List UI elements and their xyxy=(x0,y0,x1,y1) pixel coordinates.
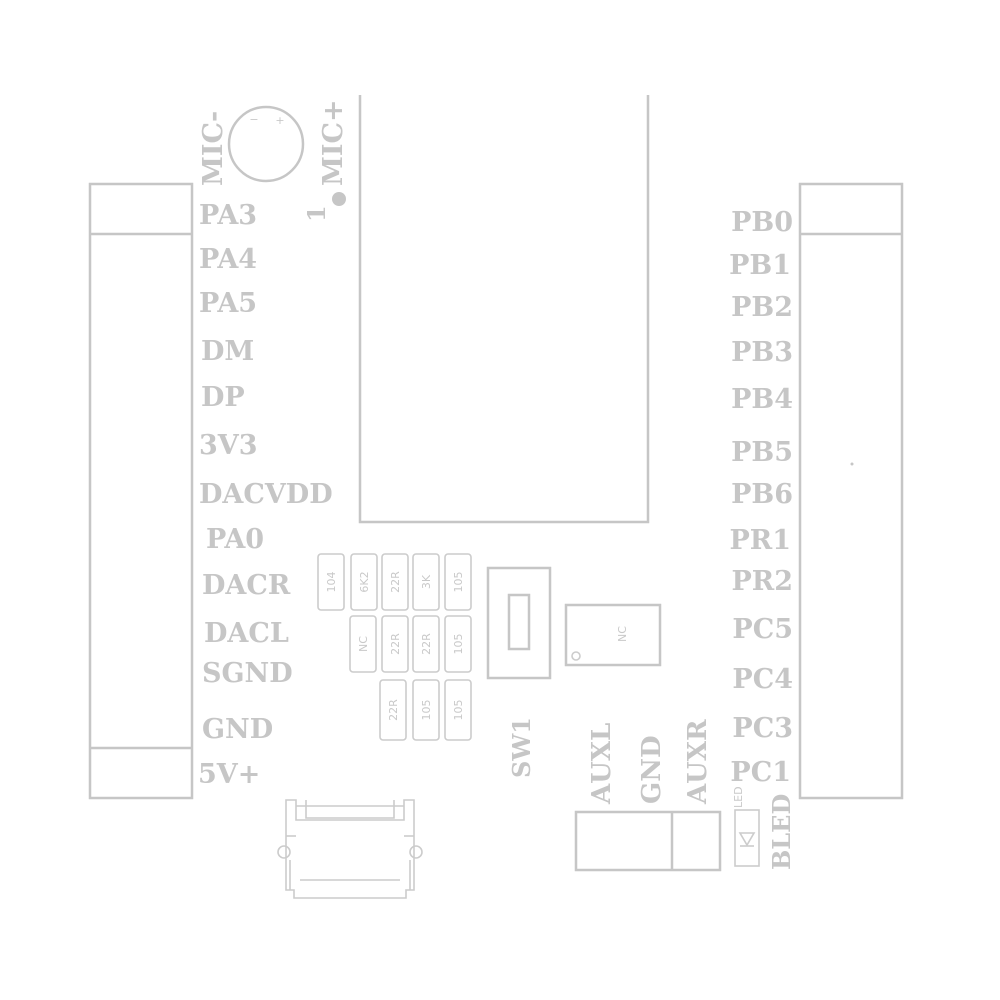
led-diode-icon xyxy=(738,832,756,847)
resistor-label: 3K xyxy=(420,574,433,589)
right-header xyxy=(798,182,904,800)
left-pin-label: DACVDD xyxy=(199,479,333,510)
resistor-pad xyxy=(349,615,377,673)
resistor-label: 22R xyxy=(389,571,402,593)
resistor-label: 6K2 xyxy=(358,571,371,592)
right-pin-label: PB5 xyxy=(731,437,793,468)
mic-plus-sign: + xyxy=(275,114,284,127)
left-header xyxy=(88,182,194,800)
resistor-label: 105 xyxy=(452,634,465,655)
resistor-pad xyxy=(412,553,440,611)
led: LED BLED xyxy=(732,786,796,870)
right-header-body xyxy=(798,182,904,800)
resistor-pad xyxy=(444,679,472,741)
switch-button xyxy=(507,593,531,651)
resistor-label: 22R xyxy=(387,699,400,721)
usb-left-hole xyxy=(277,845,291,859)
right-pin-label: PB0 xyxy=(731,207,793,238)
left-pin-label: 3V3 xyxy=(199,430,258,461)
mic-circle xyxy=(227,105,305,183)
mic-minus-sign: − xyxy=(249,113,258,126)
switch-body xyxy=(486,566,552,680)
resistor-pad xyxy=(317,553,345,611)
module-outline xyxy=(358,95,650,524)
aux-right-label: AUXR xyxy=(683,719,713,805)
resistor-label: 22R xyxy=(389,633,402,655)
mic-pin1-dot xyxy=(332,192,346,206)
mic-plus-label: MIC+ xyxy=(318,99,349,186)
usb-right-hole xyxy=(409,845,423,859)
left-header-body xyxy=(88,182,194,800)
led-small-label: LED xyxy=(732,786,745,808)
usb-inner xyxy=(305,800,395,819)
aux-gnd-label: GND xyxy=(637,735,667,804)
resistor-label: 105 xyxy=(420,700,433,721)
right-pin-label: PR2 xyxy=(731,566,793,597)
micro-usb-connector xyxy=(277,799,423,899)
aux-left-label: AUXL xyxy=(587,723,617,805)
left-pin-label: DACR xyxy=(202,570,291,601)
left-pin-label: PA0 xyxy=(206,524,264,555)
resistor-pad xyxy=(379,679,407,741)
switch-label: SW1 xyxy=(507,717,536,778)
resistor-label: 105 xyxy=(452,700,465,721)
left-pin-label: 5V+ xyxy=(198,759,260,790)
resistor-pad xyxy=(381,615,409,673)
right-header-dot xyxy=(850,462,854,466)
right-pin-label: PB6 xyxy=(731,479,793,510)
resistor-pad xyxy=(444,553,472,611)
right-pin-label: PB2 xyxy=(731,292,793,323)
resistor-pad xyxy=(350,553,378,611)
resistor-pad xyxy=(381,553,409,611)
aux-body xyxy=(574,810,722,872)
right-pin-label: PC5 xyxy=(732,614,793,645)
led-body xyxy=(734,809,760,867)
resistor-pad xyxy=(444,615,472,673)
resistor-label: NC xyxy=(357,636,370,652)
right-pin-label: PR1 xyxy=(729,525,791,556)
left-pin-label: DP xyxy=(201,382,245,413)
resistor-label: 22R xyxy=(420,633,433,655)
right-pin-label: PC4 xyxy=(732,664,793,695)
left-pin-label: PA5 xyxy=(199,288,257,319)
aux-connector: AUXL GND AUXR xyxy=(574,719,722,872)
right-pin-label: PC1 xyxy=(730,757,791,788)
left-pin-label: DACL xyxy=(204,618,289,649)
left-pin-label: SGND xyxy=(202,658,293,689)
left-pin-label: PA4 xyxy=(199,244,257,275)
nc-chip: NC xyxy=(564,603,662,667)
resistor-pad xyxy=(412,679,440,741)
resistor-array: 104 6K2 22R 3K 105 NC 22R 22R 105 22R 10… xyxy=(317,553,472,741)
resistor-label: 105 xyxy=(452,572,465,593)
resistor-pad xyxy=(412,615,440,673)
usb-outline xyxy=(285,799,415,899)
mic-minus-label: MIC- xyxy=(198,111,229,186)
right-pin-label: PB3 xyxy=(731,337,793,368)
microphone: − + MIC- MIC+ 1 xyxy=(198,99,349,222)
left-pin-label: GND xyxy=(202,714,273,745)
nc-chip-pin1 xyxy=(571,651,581,661)
nc-chip-body xyxy=(564,603,662,667)
mic-pin1-label: 1 xyxy=(302,205,331,222)
resistor-label: 104 xyxy=(325,572,338,593)
right-pin-label: PC3 xyxy=(732,713,793,744)
nc-chip-label: NC xyxy=(616,626,629,642)
left-pin-label: DM xyxy=(201,336,254,367)
left-pin-label: PA3 xyxy=(199,200,257,231)
switch-sw1[interactable]: SW1 xyxy=(486,566,552,778)
right-pin-label: PB4 xyxy=(731,384,793,415)
right-pin-label: PB1 xyxy=(729,250,791,281)
led-label: BLED xyxy=(767,794,796,870)
